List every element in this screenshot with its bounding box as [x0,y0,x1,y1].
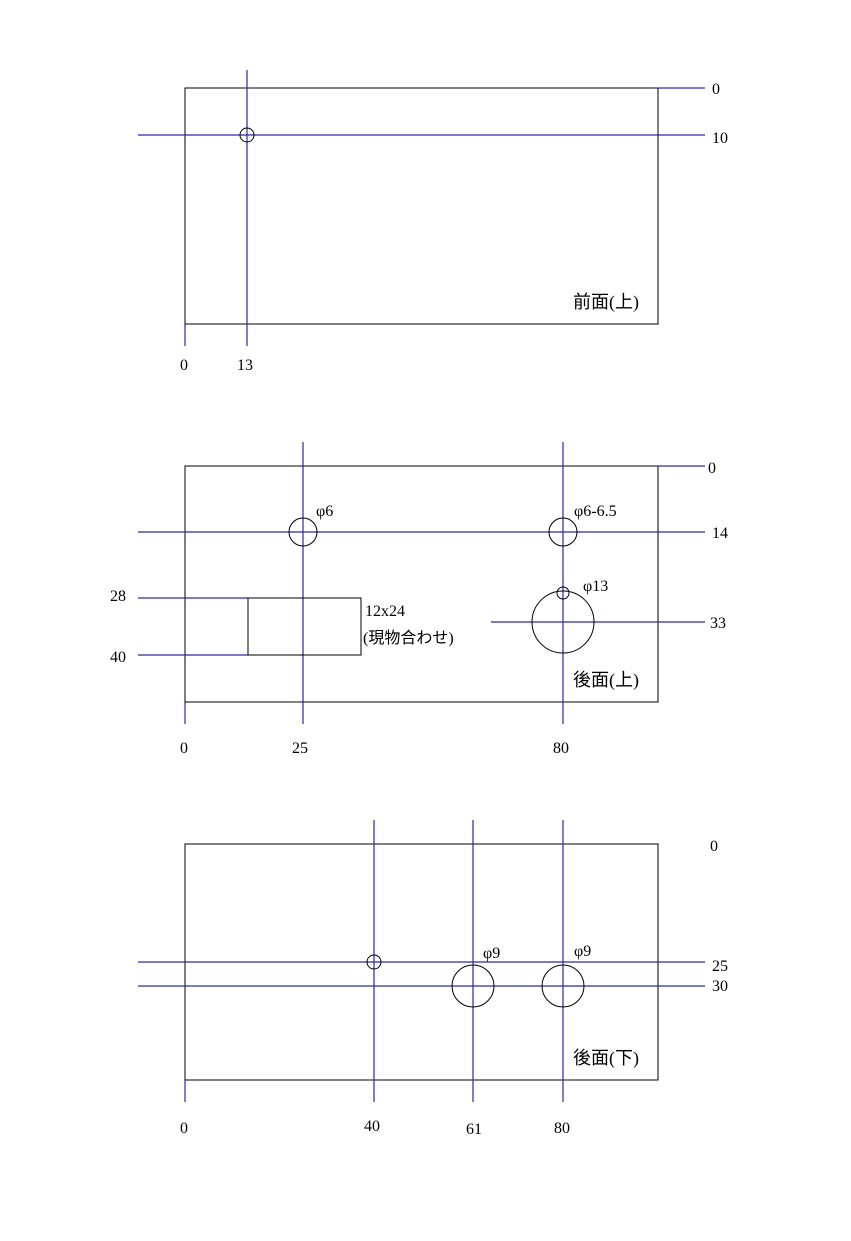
panel-name: 後面(下) [573,1048,639,1069]
hole-phi9-right [541,964,585,1008]
y-mark-33: 33 [710,615,726,632]
y-mark-10: 10 [712,130,728,147]
y-mark-0: 0 [710,838,718,855]
left-mark-40: 40 [110,649,126,666]
hole-phi6-6-5 [548,517,578,547]
note-phi9-left: φ9 [483,945,500,962]
hole-phi6 [288,517,318,547]
note-phi6: φ6 [316,503,333,520]
y-mark-0: 0 [712,81,720,98]
note-phi9-right: φ9 [574,943,591,960]
note-phi13: φ13 [583,578,608,595]
y-mark-25: 25 [712,958,728,975]
hole-small [366,954,382,970]
x-mark-61: 61 [466,1121,482,1138]
y-mark-30: 30 [712,978,728,995]
hole-phi9-left [451,964,495,1008]
note-fit-on-site: (現物合わせ) [363,629,454,647]
x-mark-80: 80 [554,1120,570,1137]
note-phi6-6-5: φ6-6.5 [574,503,617,520]
note-rect-size: 12x24 [365,603,405,620]
x-mark-0: 0 [180,740,188,757]
x-mark-25: 25 [292,740,308,757]
panel-name: 後面(上) [573,670,639,691]
y-mark-0: 0 [708,460,716,477]
panel-rear-bottom: φ9 φ9 0 25 30 0 40 61 80 後面(下) [138,820,728,1138]
x-mark-40: 40 [364,1118,380,1135]
hole-small [239,127,255,143]
x-mark-0: 0 [180,1120,188,1137]
panel-front-top: 0 10 0 13 前面(上) [138,70,728,374]
hole-small [556,586,570,600]
panel-name: 前面(上) [573,292,639,313]
left-mark-28: 28 [110,588,126,605]
panel-rear-top: φ6 φ6-6.5 φ13 12x24 (現物合わせ) 0 14 33 28 4… [110,442,728,757]
hole-phi13 [531,590,595,654]
y-mark-14: 14 [712,525,728,542]
x-mark-80: 80 [553,740,569,757]
x-mark-13: 13 [237,357,253,374]
rect-cutout [247,597,362,656]
panel-outline [184,87,659,325]
x-mark-0: 0 [180,357,188,374]
panel-outline [184,465,659,703]
